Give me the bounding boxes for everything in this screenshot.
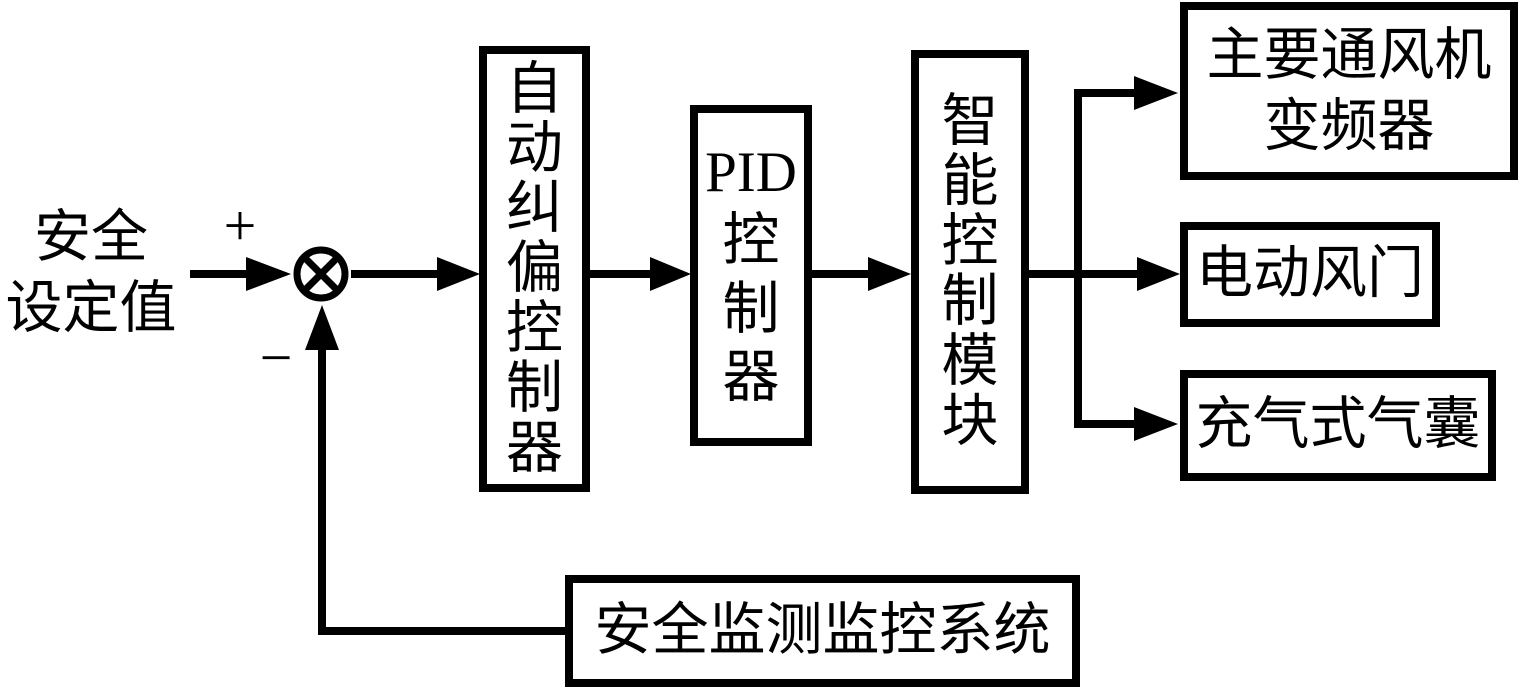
pid-to-module-arrow xyxy=(812,257,911,291)
sum-junction-icon xyxy=(293,246,349,302)
block-pid-controller: PID 控 制 器 xyxy=(690,105,812,446)
block-electric-damper: 电动风门 xyxy=(1180,222,1440,327)
block-main-fan-inverter: 主要通风机 变频器 xyxy=(1180,2,1518,180)
branch-to-airbag-arrow xyxy=(1074,407,1178,441)
minus-sign: − xyxy=(259,325,293,390)
error-signal-arrow xyxy=(351,257,480,291)
block-inflatable-airbag-label: 充气式气囊 xyxy=(1195,393,1481,457)
block-electric-damper-label: 电动风门 xyxy=(1196,242,1424,306)
block-auto-correction-controller-label: 自 动 纠 偏 控 制 器 xyxy=(506,57,563,480)
block-safety-monitoring-system: 安全监测监控系统 xyxy=(565,575,1080,687)
branch-to-fan-arrow xyxy=(1074,76,1178,110)
module-to-damper-arrow xyxy=(1029,257,1180,291)
signal-input-arrow xyxy=(190,257,291,291)
block-intelligent-control-module-label: 智 能 控 制 模 块 xyxy=(941,90,999,453)
block-intelligent-control-module: 智 能 控 制 模 块 xyxy=(911,50,1029,494)
plus-sign: + xyxy=(223,193,257,258)
block-inflatable-airbag: 充气式气囊 xyxy=(1180,370,1496,481)
output-branch-line xyxy=(1074,89,1082,428)
setpoint-label: 安全 设定值 xyxy=(5,206,177,341)
corrector-to-pid-arrow xyxy=(590,257,691,291)
block-auto-correction-controller: 自 动 纠 偏 控 制 器 xyxy=(479,46,590,492)
block-main-fan-inverter-label: 主要通风机 变频器 xyxy=(1206,23,1492,158)
feedback-line xyxy=(318,348,568,635)
block-pid-controller-label: PID 控 制 器 xyxy=(705,140,797,409)
feedback-arrow xyxy=(305,305,339,350)
block-safety-monitoring-system-label: 安全监测监控系统 xyxy=(594,598,1051,662)
